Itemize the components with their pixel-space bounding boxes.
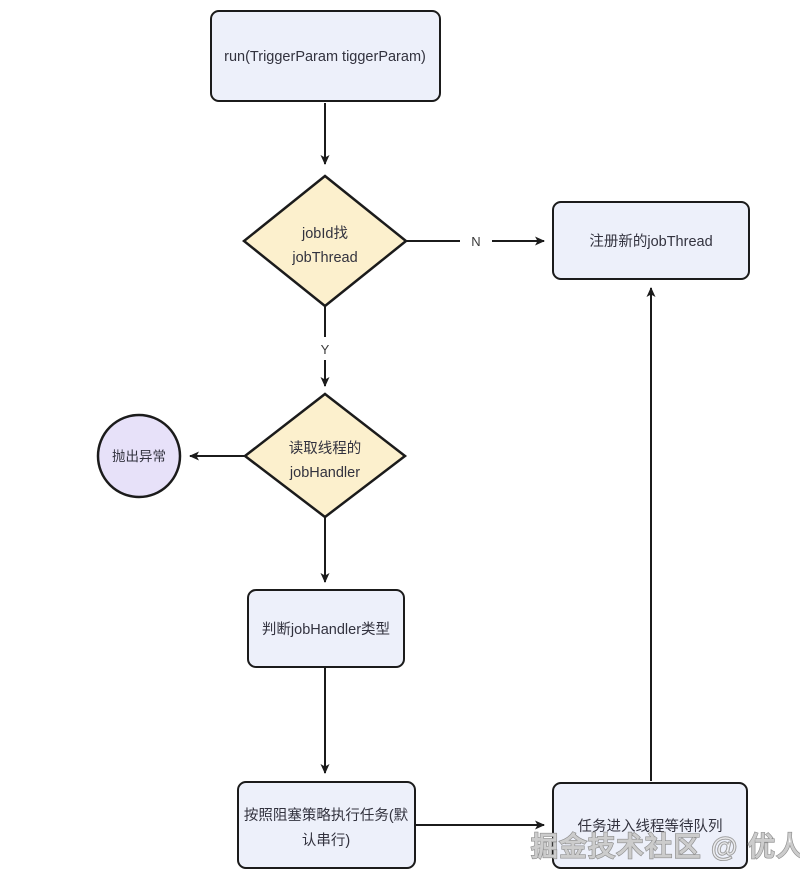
edge-label-yes: Y xyxy=(321,342,330,357)
node-queue-label: 任务进入线程等待队列 xyxy=(578,817,723,835)
node-execute-box xyxy=(237,781,416,869)
node-judge-box xyxy=(247,589,405,668)
node-judge-label: 判断jobHandler类型 xyxy=(262,621,390,638)
node-register-box xyxy=(552,201,750,280)
node-findthread-label-line1: jobId找 xyxy=(301,225,348,242)
node-readhandler-label-line2: jobHandler xyxy=(289,465,360,481)
node-run-box xyxy=(210,10,441,102)
node-findthread-diamond xyxy=(242,174,408,308)
node-queue-box xyxy=(552,782,748,869)
node-findthread-label-line2: jobThread xyxy=(291,250,357,266)
node-readhandler-label-line1: 读取线程的 xyxy=(289,440,362,457)
node-execute-label-line2: 认串行) xyxy=(302,832,350,849)
node-exception-label: 抛出异常 xyxy=(112,449,166,464)
edge-label-y-background xyxy=(314,337,336,360)
edge-label-n-background xyxy=(460,228,492,254)
edge-label-no: N xyxy=(471,234,480,249)
node-execute-label-line1: 按照阻塞策略执行任务(默 xyxy=(244,806,409,824)
node-run-label: run(TriggerParam tiggerParam) xyxy=(224,49,426,65)
node-readhandler-diamond xyxy=(242,392,408,519)
watermark-text: 掘金技术社区 @ 优人 xyxy=(531,831,800,862)
node-register-label: 注册新的jobThread xyxy=(589,233,712,250)
node-exception-circle xyxy=(96,413,182,499)
